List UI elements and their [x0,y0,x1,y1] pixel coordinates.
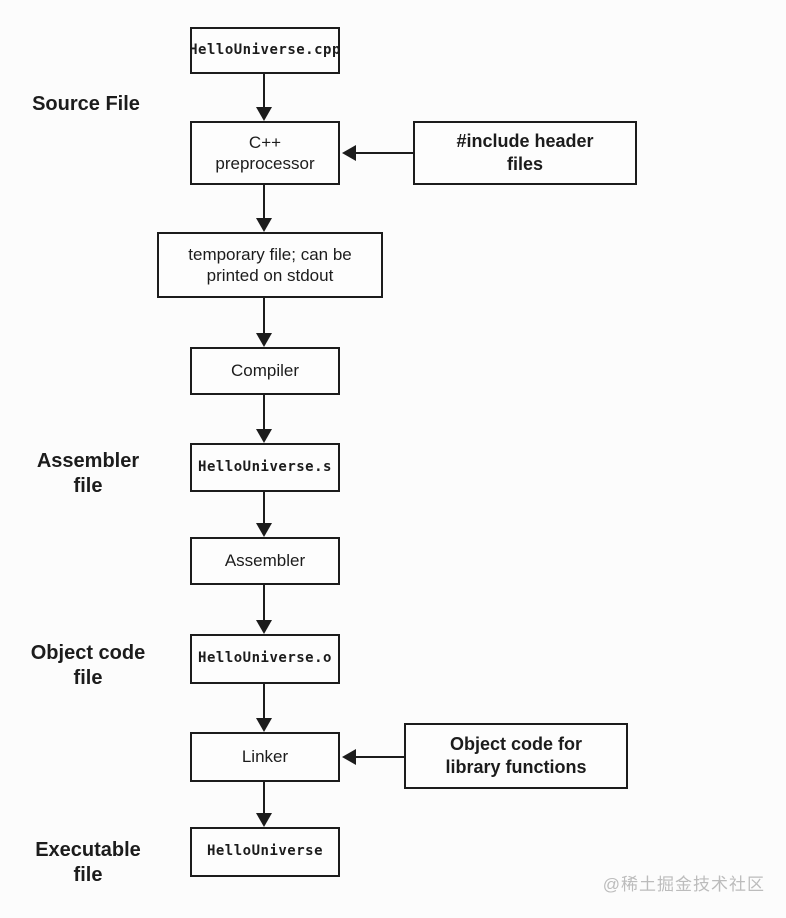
stage-label-assembler-file: Assembler file [36,450,140,497]
node-include-headers: #include header files [413,121,637,185]
arrow-compiler-to-assemblyfile [256,395,272,443]
node-compiler: Compiler [190,347,340,395]
arrow-linker-to-executable [256,782,272,827]
arrow-library-to-linker [342,749,404,765]
arrow-assembler-to-objectfile [256,585,272,634]
arrow-assemblyfile-to-assembler [256,492,272,537]
node-temporary-file: temporary file; can be printed on stdout [157,232,383,298]
node-library-objects: Object code for library functions [404,723,628,789]
node-assembler: Assembler [190,537,340,585]
node-linker: Linker [190,732,340,782]
watermark-text: @稀土掘金技术社区 [602,875,765,894]
node-executable-filename: HelloUniverse [190,827,340,877]
node-cpp-preprocessor: C++ preprocessor [190,121,340,185]
arrow-source-to-preprocessor [256,73,272,121]
node-assembly-filename: HelloUniverse.s [190,443,340,492]
stage-label-executable-file: Executable file [35,839,141,886]
node-object-filename: HelloUniverse.o [190,634,340,684]
arrow-objectfile-to-linker [256,684,272,732]
arrow-include-to-preprocessor [342,145,413,161]
stage-label-source-file: Source File [32,93,140,115]
arrow-tempfile-to-compiler [256,298,272,347]
stage-label-object-code-file: Object code file [30,642,146,689]
arrow-preprocessor-to-tempfile [256,185,272,232]
node-source-filename: HelloUniverse.cpp [189,27,340,74]
